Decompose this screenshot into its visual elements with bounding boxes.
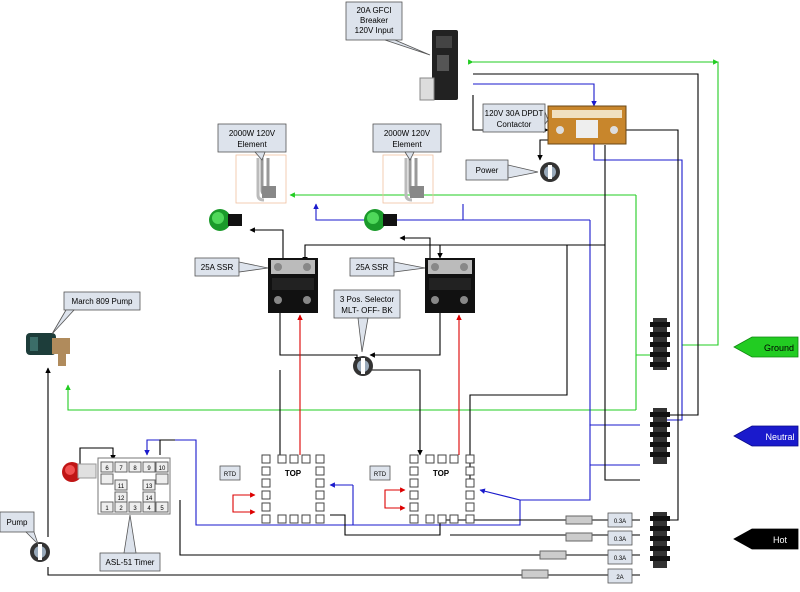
pid-controller-2-icon: TOP (409, 454, 475, 524)
red-pilot-light-icon (62, 462, 97, 482)
pump-switch-callout: Pump (0, 511, 39, 545)
timer-callout: ASL-51 Timer (99, 514, 161, 572)
ground-label: Ground (764, 343, 794, 353)
pump-switch-label: Pump (7, 518, 28, 527)
heating-element-2-icon (382, 154, 434, 204)
fuse-3-icon (539, 550, 567, 560)
green-pilot-light-2-icon (364, 209, 397, 231)
fuse-labels: 0.3A 0.3A 0.3A 2A (607, 512, 633, 584)
timer-pin-2: 2 (119, 506, 123, 512)
breaker-label-1: 20A GFCI (356, 6, 391, 15)
element-1-label-2: Element (237, 140, 267, 149)
neutral-arrow: Neutral (733, 425, 799, 447)
timer-top-row: 6 7 8 9 10 (100, 461, 169, 473)
hot-terminal-block-icon (650, 512, 670, 568)
rtd-1-label: RTD (224, 472, 237, 478)
pid-1-top-label: TOP (285, 469, 302, 478)
element-1-callout: 2000W 120V Element (217, 123, 287, 161)
contactor-label-2: Contactor (497, 120, 532, 129)
fuse-4-icon (521, 569, 549, 579)
fuse-1-label: 0.3A (614, 519, 626, 525)
ssr-2-label: 25A SSR (356, 263, 389, 272)
timer-pin-3: 3 (133, 506, 137, 512)
element-2-label-2: Element (392, 140, 422, 149)
green-pilot-light-1-icon (209, 209, 242, 231)
ssr-1-icon (268, 258, 318, 313)
rtd-2-label: RTD (374, 472, 387, 478)
fuse-4-label: 2A (616, 575, 623, 581)
asl51-timer-icon: 6 7 8 9 10 11 12 13 14 1 2 3 4 5 (97, 457, 171, 515)
timer-pin-6: 6 (105, 466, 109, 472)
ground-wires (65, 59, 719, 411)
pump-switch-icon (30, 542, 50, 562)
ssr-1-callout: 25A SSR (194, 257, 269, 277)
ground-arrow: Ground (733, 336, 799, 358)
timer-pin-4: 4 (147, 506, 151, 512)
signal-wires (232, 314, 462, 515)
selector-label-2: MLT- OFF- BK (341, 306, 393, 315)
contactor-icon (547, 105, 627, 145)
contactor-callout: 120V 30A DPDT Contactor (482, 103, 549, 133)
element-2-label-1: 2000W 120V (384, 129, 431, 138)
fuse-1-icon (565, 515, 593, 525)
timer-pin-1: 1 (105, 506, 109, 512)
rtd-1-label-box: RTD (219, 465, 241, 481)
pump-motor-callout: March 809 Pump (51, 291, 141, 335)
fuse-2-label: 0.3A (614, 537, 626, 543)
ground-terminal-block-icon (650, 318, 670, 370)
power-label: Power (476, 166, 499, 175)
contactor-label-1: 120V 30A DPDT (485, 109, 544, 118)
ssr-1-label: 25A SSR (201, 263, 234, 272)
breaker-callout: 20A GFCI Breaker 120V Input (345, 1, 431, 56)
hot-arrow: Hot (733, 528, 799, 550)
pump-motor-icon (26, 333, 70, 366)
fuse-3-label: 0.3A (614, 556, 626, 562)
rotary-selector-icon (353, 356, 373, 376)
selector-callout: 3 Pos. Selector MLT- OFF- BK (333, 289, 401, 353)
ssr-2-icon (425, 258, 475, 313)
ssr-2-callout: 25A SSR (349, 257, 426, 277)
timer-pin-12: 12 (118, 496, 125, 502)
rtd-2-label-box: RTD (369, 465, 391, 481)
pid-controller-1-icon: TOP (261, 454, 325, 524)
selector-label-1: 3 Pos. Selector (340, 295, 395, 304)
breaker-label-2: Breaker (360, 16, 388, 25)
hot-label: Hot (773, 535, 788, 545)
element-1-label-1: 2000W 120V (229, 129, 276, 138)
timer-label: ASL-51 Timer (106, 558, 155, 567)
pid-2-top-label: TOP (433, 469, 450, 478)
timer-bottom-row: 1 2 3 4 5 (100, 501, 169, 513)
element-2-callout: 2000W 120V Element (372, 123, 442, 161)
timer-pin-10: 10 (159, 466, 166, 472)
gfci-breaker-icon (419, 30, 458, 101)
timer-pin-11: 11 (118, 484, 125, 490)
timer-pin-8: 8 (133, 466, 137, 472)
neutral-terminal-block-icon (650, 408, 670, 464)
power-callout: Power (465, 159, 539, 181)
timer-pin-9: 9 (147, 466, 151, 472)
pump-motor-label: March 809 Pump (72, 297, 133, 306)
fuse-2-icon (565, 532, 593, 542)
timer-pin-5: 5 (160, 506, 164, 512)
timer-pin-14: 14 (146, 496, 153, 502)
heating-element-1-icon (235, 154, 287, 204)
timer-pin-7: 7 (119, 466, 123, 472)
neutral-label: Neutral (765, 432, 794, 442)
power-switch-icon (540, 162, 560, 182)
timer-pin-13: 13 (146, 484, 153, 490)
breaker-label-3: 120V Input (355, 26, 394, 35)
